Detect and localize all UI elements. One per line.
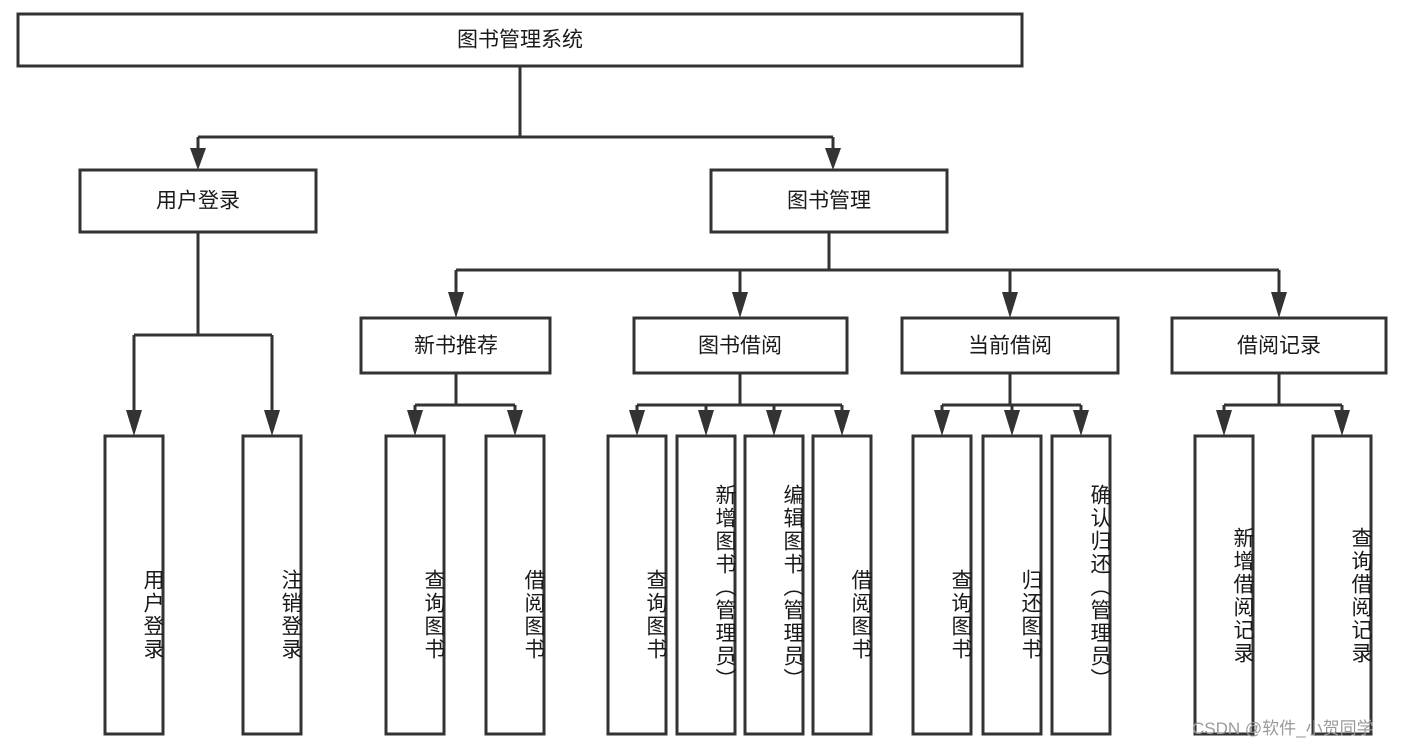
node-label-user-login: 用户登录 (156, 190, 240, 213)
node-box-leaf-logout[interactable] (241, 434, 303, 736)
node-box-leaf-add-borrow-record[interactable] (1193, 434, 1255, 736)
arrowhead-leaf-query-book-new (407, 410, 423, 436)
arrowhead-leaf-query-borrow-record (1334, 410, 1350, 436)
arrowhead-leaf-borrow-book-new (507, 410, 523, 436)
node-box-leaf-confirm-return-admin[interactable] (1050, 434, 1112, 736)
boxes-layer: 图书管理系统 用户登录 图书管理 新书推荐 图书借阅 当前借阅 借阅记录 (16, 12, 1388, 736)
arrowhead-leaf-confirm-return-admin (1073, 410, 1089, 436)
arrowhead-leaf-query-book-borrow (629, 410, 645, 436)
node-label-root: 图书管理系统 (457, 29, 583, 52)
arrowhead-leaf-add-book-admin (698, 410, 714, 436)
node-box-root[interactable] (16, 12, 1024, 68)
node-box-leaf-user-login[interactable] (103, 434, 165, 736)
node-box-book-management[interactable] (709, 168, 949, 234)
node-box-leaf-query-borrow-record[interactable] (1311, 434, 1373, 736)
node-box-leaf-edit-book-admin[interactable] (743, 434, 805, 736)
node-box-user-login[interactable] (78, 168, 318, 234)
node-box-leaf-add-book-admin[interactable] (675, 434, 737, 736)
node-box-leaf-borrow-book-new[interactable] (484, 434, 546, 736)
node-label-book-management: 图书管理 (787, 190, 871, 213)
node-box-current-borrow[interactable] (900, 316, 1120, 375)
arrowhead-new-book-recommend (448, 292, 464, 318)
node-box-leaf-query-book-current[interactable] (911, 434, 973, 736)
arrowhead-user-login (190, 148, 206, 170)
node-box-leaf-borrow-book[interactable] (811, 434, 873, 736)
arrowhead-leaf-add-borrow-record (1216, 410, 1232, 436)
node-box-book-borrow[interactable] (632, 316, 849, 375)
arrowhead-leaf-query-book-current (934, 410, 950, 436)
arrowhead-current-borrow (1002, 292, 1018, 318)
arrowhead-leaf-logout (264, 410, 280, 436)
node-box-leaf-query-book-new[interactable] (384, 434, 446, 736)
arrowhead-leaf-borrow-book (834, 410, 850, 436)
node-box-new-book-recommend[interactable] (359, 316, 552, 375)
node-label-current-borrow: 当前借阅 (968, 335, 1052, 358)
arrowhead-leaf-user-login (126, 410, 142, 436)
node-label-book-borrow: 图书借阅 (698, 335, 782, 358)
node-box-leaf-return-book[interactable] (981, 434, 1043, 736)
node-label-new-book-recommend: 新书推荐 (414, 335, 498, 358)
arrowhead-book-borrow (732, 292, 748, 318)
arrowhead-book-management (825, 148, 841, 170)
arrowhead-leaf-return-book (1004, 410, 1020, 436)
node-box-leaf-query-book-borrow[interactable] (606, 434, 668, 736)
arrowhead-leaf-edit-book-admin (766, 410, 782, 436)
node-box-borrow-record[interactable] (1170, 316, 1388, 375)
connectors-layer (126, 66, 1350, 436)
arrowhead-borrow-record (1271, 292, 1287, 318)
watermark-text: CSDN @软件_小贺同学 (1192, 719, 1374, 738)
node-label-borrow-record: 借阅记录 (1237, 335, 1321, 358)
